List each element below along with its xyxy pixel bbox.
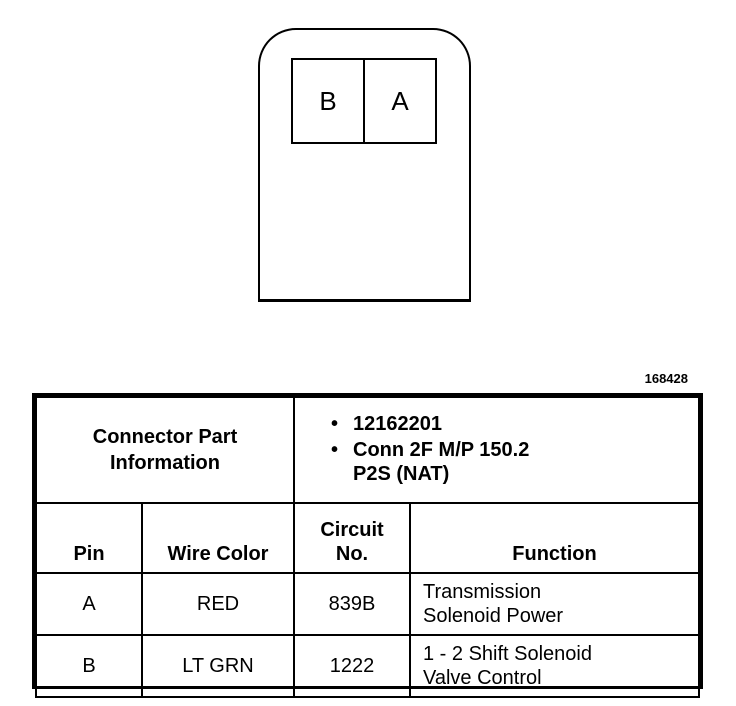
cell-pin: A (35, 572, 143, 636)
function-line1: Transmission (423, 581, 542, 603)
info-item-line1: Conn 2F M/P 150.2 (353, 439, 530, 461)
header-circuit-line2: No. (335, 543, 369, 565)
figure-id: 168428 (644, 371, 688, 386)
cell-pin: B (35, 634, 143, 698)
connector-cavity-group: B A (291, 58, 437, 144)
info-item-line1: 12162201 (353, 413, 442, 435)
info-label-cell: Connector Part Information (35, 396, 295, 504)
connector-table-grid: Connector Part Information 12162201 Conn… (35, 396, 700, 698)
function-line2: Solenoid Power (423, 605, 564, 627)
header-function: Function (409, 502, 700, 574)
connector-face-outline (258, 28, 471, 302)
connector-table: Connector Part Information 12162201 Conn… (32, 393, 703, 698)
cell-circuit: 839B (293, 572, 411, 636)
function-line1: 1 - 2 Shift Solenoid (423, 643, 592, 665)
table-row: B LT GRN 1222 1 - 2 Shift Solenoid Valve… (35, 634, 700, 698)
cell-wire-color: RED (141, 572, 295, 636)
header-wire-color: Wire Color (141, 502, 295, 574)
info-item-connector-type: Conn 2F M/P 150.2 P2S (NAT) (331, 438, 698, 486)
cell-function: Transmission Solenoid Power (409, 572, 700, 636)
cell-wire-color: LT GRN (141, 634, 295, 698)
info-item-part-number: 12162201 (331, 412, 698, 436)
info-value-cell: 12162201 Conn 2F M/P 150.2 P2S (NAT) (293, 396, 700, 504)
info-item-line2: P2S (NAT) (353, 463, 450, 485)
info-row: Connector Part Information 12162201 Conn… (35, 396, 700, 504)
cavity-b: B (293, 60, 365, 142)
cell-function: 1 - 2 Shift Solenoid Valve Control (409, 634, 700, 698)
cell-circuit: 1222 (293, 634, 411, 698)
info-label-line1: Connector Part (92, 426, 238, 448)
info-label-line2: Information (110, 452, 220, 474)
cavity-a: A (391, 85, 409, 116)
info-list: 12162201 Conn 2F M/P 150.2 P2S (NAT) (295, 412, 698, 486)
header-circuit: Circuit No. (293, 502, 411, 574)
header-row: Pin Wire Color Circuit No. Function (35, 502, 700, 574)
header-circuit-line1: Circuit (320, 519, 384, 541)
function-line2: Valve Control (423, 667, 542, 689)
table-row: A RED 839B Transmission Solenoid Power (35, 572, 700, 636)
header-pin: Pin (35, 502, 143, 574)
